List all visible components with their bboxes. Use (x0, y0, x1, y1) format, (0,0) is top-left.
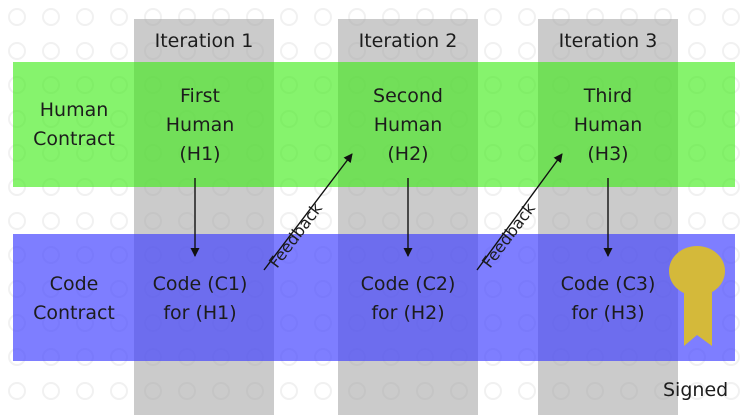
human-cell-h3: Third Human (H3) (538, 82, 678, 169)
human-cell-h2-line-1: Second (373, 85, 443, 107)
human-cell-h1: First Human (H1) (130, 82, 270, 169)
code-contract-band (13, 234, 735, 361)
code-cell-c1-line-1: Code (C1) (152, 273, 248, 295)
human-cell-h3-line-2: Human (573, 114, 643, 136)
code-contract-label-line-1: Code (49, 273, 99, 295)
code-cell-c1: Code (C1) for (H1) (130, 270, 270, 328)
iteration-header-3: Iteration 3 (558, 30, 658, 52)
human-cell-h3-line-1: Third (583, 85, 633, 107)
human-contract-label-line-2: Contract (33, 128, 115, 150)
iteration-header-2: Iteration 2 (358, 30, 458, 52)
code-cell-c3-line-1: Code (C3) (560, 273, 656, 295)
human-cell-h2-line-2: Human (373, 114, 443, 136)
code-cell-c3: Code (C3) for (H3) (538, 270, 678, 328)
human-cell-h2-line-3: (H2) (387, 143, 429, 165)
code-contract-label-line-2: Contract (33, 302, 115, 324)
code-contract-label: Code Contract (14, 270, 134, 328)
code-cell-c3-line-2: for (H3) (571, 302, 645, 324)
code-cell-c2-line-1: Code (C2) (360, 273, 456, 295)
human-cell-h1-line-2: Human (165, 114, 235, 136)
code-cell-c2: Code (C2) for (H2) (338, 270, 478, 328)
feedback-arrow-2 (476, 153, 563, 271)
feedback-arrow-1 (263, 153, 353, 271)
human-cell-h3-line-3: (H3) (587, 143, 629, 165)
award-seal-icon (669, 246, 725, 346)
human-cell-h2: Second Human (H2) (338, 82, 478, 169)
human-contract-label-line-1: Human (39, 99, 109, 121)
code-cell-c1-line-2: for (H1) (163, 302, 237, 324)
human-contract-band (13, 62, 735, 187)
code-cell-c2-line-2: for (H2) (371, 302, 445, 324)
iteration-header-1: Iteration 1 (154, 30, 254, 52)
signed-label: Signed (663, 379, 729, 401)
human-cell-h1-line-3: (H1) (179, 143, 221, 165)
human-contract-label: Human Contract (14, 96, 134, 154)
human-cell-h1-line-1: First (180, 85, 220, 107)
